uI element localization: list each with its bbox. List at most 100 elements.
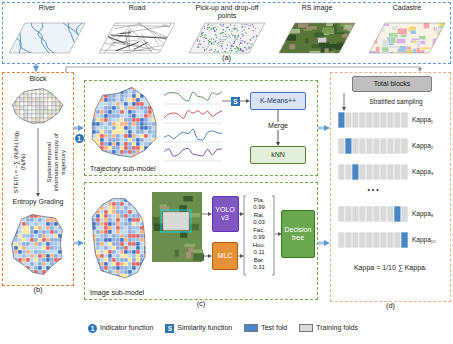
training-fold [366, 138, 373, 154]
pickup-dot [209, 39, 210, 40]
map-block [54, 234, 58, 238]
map-block [112, 238, 116, 242]
map-block [54, 246, 58, 250]
map-block [56, 90, 60, 94]
map-block [116, 218, 120, 222]
legend: 1Indicator functionSSimilarity functionT… [88, 324, 358, 333]
map-block [48, 122, 52, 126]
pickup-dot [208, 46, 209, 47]
map-block [108, 194, 112, 198]
map-block [88, 114, 92, 118]
pickup-dot [197, 27, 198, 28]
map-block [100, 274, 104, 278]
map-block [144, 282, 148, 286]
map-block [22, 238, 26, 242]
map-block [128, 270, 132, 274]
map-block [136, 262, 140, 266]
thumbnail-ground [367, 22, 447, 54]
map-block [48, 102, 52, 106]
map-block [120, 106, 124, 110]
map-block [26, 254, 30, 258]
map-block [96, 118, 100, 122]
map-block [152, 142, 156, 146]
map-block [132, 254, 136, 258]
map-block [128, 158, 132, 162]
map-block [96, 250, 100, 254]
map-block [10, 210, 14, 214]
map-block [58, 210, 62, 214]
pickup-dot [236, 39, 237, 40]
map-block [42, 250, 46, 254]
pickup-dot [238, 36, 239, 37]
validation-panel: (d)Total blocks [330, 72, 451, 302]
node-label: Entropy Grading [6, 198, 70, 206]
map-block [92, 258, 96, 262]
map-block [112, 122, 116, 126]
road-line [97, 42, 115, 46]
map-block [28, 102, 32, 106]
map-block [144, 250, 148, 254]
thumbnail-outline [99, 23, 175, 53]
map-block [60, 94, 64, 98]
pickup-dot [204, 35, 205, 36]
map-block [152, 158, 156, 162]
map-block [42, 222, 46, 226]
map-block [44, 114, 48, 118]
map-block [34, 266, 38, 270]
map-block [42, 214, 46, 218]
map-block [112, 262, 116, 266]
pickup-dot [241, 50, 242, 51]
map-block [128, 130, 132, 134]
map-block [132, 282, 136, 286]
pickup-dot [222, 39, 223, 40]
pickup-dot [220, 41, 221, 42]
map-block [88, 150, 92, 154]
map-block [144, 258, 148, 262]
pickup-dot [198, 28, 199, 29]
pickup-dot [210, 49, 211, 50]
thumbnail [367, 22, 452, 57]
map-block [14, 246, 18, 250]
road-line [100, 50, 152, 51]
pickup-dot [221, 32, 222, 33]
map-block [34, 218, 38, 222]
map-block [108, 114, 112, 118]
rs-patch [314, 33, 323, 38]
thumbnail-ground [187, 22, 267, 54]
map-block [120, 250, 124, 254]
thumbnail-outline [189, 23, 265, 53]
map-block [92, 190, 96, 194]
map-block [14, 274, 18, 278]
map-block [152, 130, 156, 134]
map-block [116, 210, 120, 214]
panel-heading: Trajectory sub-model [90, 165, 156, 173]
map-block [10, 266, 14, 270]
pickup-dot [204, 49, 205, 50]
map-block [62, 226, 66, 230]
map-block [124, 254, 128, 258]
map-block [136, 110, 140, 114]
pickup-dot [197, 39, 198, 40]
pickup-dot [240, 48, 241, 49]
thumbnail [7, 22, 87, 54]
map-block [120, 242, 124, 246]
map-block [120, 138, 124, 142]
map-block [50, 238, 54, 242]
pickup-dot [240, 38, 241, 39]
map-block [52, 86, 56, 90]
map-block [10, 222, 14, 226]
map-block [62, 262, 66, 266]
map-block [112, 158, 116, 162]
map-block [92, 138, 96, 142]
training-fold [387, 232, 394, 248]
map-block [10, 226, 14, 230]
pickup-dot [216, 29, 217, 30]
indicator-symbol: 1 [88, 324, 97, 333]
map-block [12, 118, 16, 122]
map-block [18, 230, 22, 234]
legend-text: Similarity function [177, 324, 232, 332]
map-block [26, 250, 30, 254]
pickup-dot [209, 41, 210, 42]
map-block [22, 230, 26, 234]
map-block [38, 254, 42, 258]
